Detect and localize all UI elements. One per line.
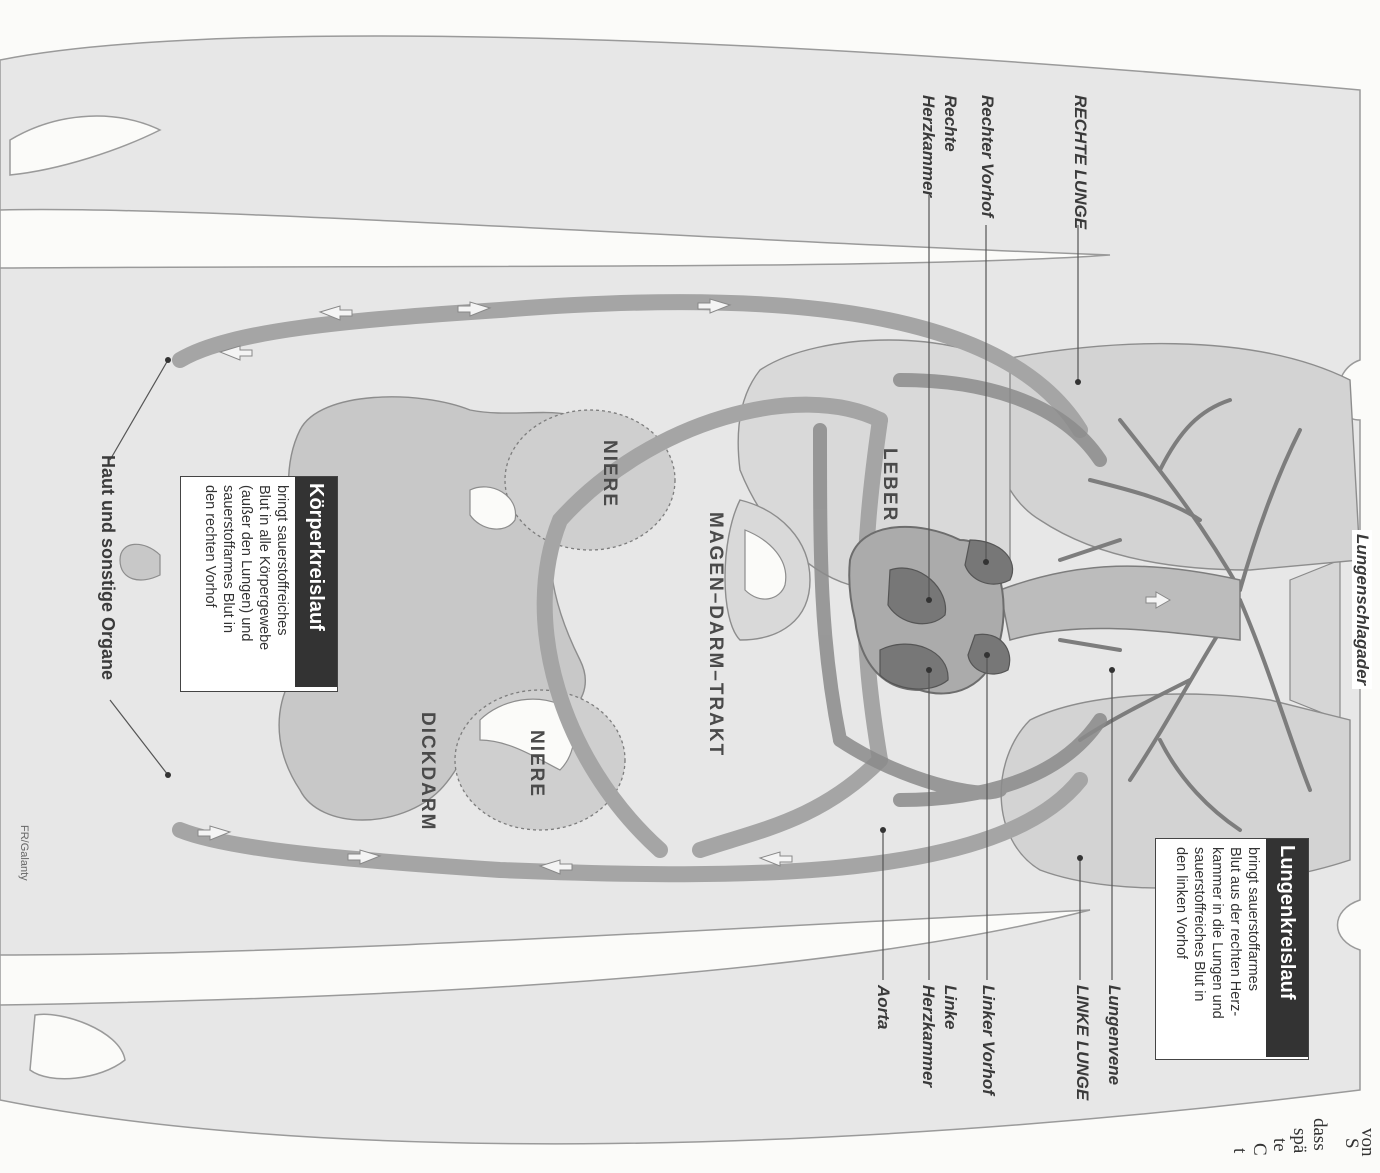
margin-text-6: C — [1249, 1143, 1270, 1156]
koerperkreislauf-line-1: bringt sauerstoffreiches — [274, 485, 289, 635]
lungenkreislauf-title: Lungenkreislauf — [1266, 839, 1308, 1057]
label-aorta: Aorta — [873, 985, 893, 1029]
margin-text-2: S — [1341, 1138, 1362, 1149]
label-rechte-lunge: RECHTE LUNGE — [1070, 95, 1090, 229]
lungenkreislauf-line-3: kammer in die Lungen und — [1209, 847, 1224, 1019]
kidney-upper — [505, 410, 675, 550]
koerperkreislauf-line-2: Blut in alle Körpergewebe — [256, 485, 271, 650]
label-linke-herzkammer-2: Herzkammer — [918, 985, 938, 1087]
lungenkreislauf-line-5: den linken Vorhof — [1173, 847, 1188, 959]
koerperkreislauf-box: Körperkreislauf bringt sauerstoffreiches… — [180, 476, 338, 692]
lungenkreislauf-box: Lungenkreislauf bringt sauerstoffarmes B… — [1155, 838, 1309, 1060]
label-linker-vorhof: Linker Vorhof — [978, 985, 998, 1095]
organ-niere-lower: NIERE — [525, 730, 547, 798]
koerperkreislauf-line-3: (außer den Lungen) und — [238, 485, 253, 641]
appendix — [120, 544, 160, 580]
label-lungenschlagader: Lungenschlagader — [1352, 530, 1372, 689]
koerperkreislauf-line-4: sauerstoffarmes Blut in — [220, 485, 235, 633]
margin-text-7: t — [1229, 1148, 1250, 1153]
margin-text-3: dass — [1309, 1118, 1330, 1151]
label-linke-lunge: LINKE LUNGE — [1072, 985, 1092, 1100]
margin-text-5: te — [1269, 1138, 1290, 1152]
neck-notch — [1290, 560, 1340, 720]
label-rechte-herzkammer-1: Rechte — [940, 95, 960, 152]
lungenkreislauf-line-2: Blut aus der rechten Herz- — [1227, 847, 1242, 1016]
label-lungenvene: Lungenvene — [1104, 985, 1124, 1085]
label-linke-herzkammer-1: Linke — [940, 985, 960, 1029]
koerperkreislauf-title: Körperkreislauf — [295, 477, 337, 687]
credit: FR/Galanty — [18, 825, 30, 881]
margin-text-4: spä — [1289, 1128, 1310, 1153]
organ-leber: LEBER — [878, 448, 900, 522]
organ-niere-upper: NIERE — [598, 440, 620, 508]
label-rechter-vorhof: Rechter Vorhof — [977, 95, 997, 217]
lungenkreislauf-line-1: bringt sauerstoffarmes — [1245, 847, 1260, 991]
label-haut-organe: Haut und sonstige Organe — [97, 455, 118, 680]
organ-dickdarm: DICKDARM — [416, 712, 438, 831]
label-rechte-herzkammer-2: Herzkammer — [918, 95, 938, 197]
koerperkreislauf-line-5: den rechten Vorhof — [202, 485, 217, 608]
organ-magen-darm: MAGEN–DARM–TRAKT — [704, 512, 726, 757]
lungenkreislauf-line-4: sauerstoffreiches Blut in — [1191, 847, 1206, 1001]
